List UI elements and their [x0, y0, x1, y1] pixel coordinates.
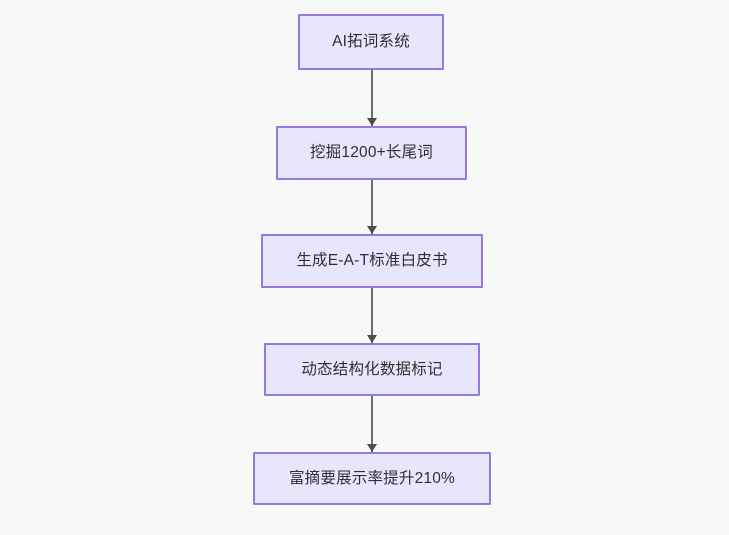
connector-node3-node4 [367, 288, 377, 343]
arrowhead-down-icon [367, 335, 377, 343]
connector-line [371, 396, 373, 452]
arrowhead-down-icon [367, 444, 377, 452]
connector-node4-node5 [367, 396, 377, 452]
connector-node1-node2 [367, 70, 377, 126]
flow-node-mine-longtail-keywords[interactable]: 挖掘1200+长尾词 [276, 126, 467, 180]
flow-node-dynamic-structured-data-markup[interactable]: 动态结构化数据标记 [264, 343, 480, 396]
arrowhead-down-icon [367, 118, 377, 126]
arrowhead-down-icon [367, 226, 377, 234]
flow-node-label: 动态结构化数据标记 [301, 360, 443, 378]
flow-node-rich-snippet-impression-lift[interactable]: 富摘要展示率提升210% [253, 452, 491, 505]
connector-line [371, 288, 373, 343]
connector-line [371, 180, 373, 234]
flow-node-generate-eat-whitepaper[interactable]: 生成E-A-T标准白皮书 [261, 234, 483, 288]
flow-node-label: AI拓词系统 [332, 33, 410, 51]
connector-node2-node3 [367, 180, 377, 234]
flow-node-label: 富摘要展示率提升210% [288, 469, 456, 487]
connector-line [371, 70, 373, 126]
flow-node-ai-keyword-system[interactable]: AI拓词系统 [298, 14, 444, 70]
flow-node-label: 挖掘1200+长尾词 [309, 144, 434, 162]
flow-node-label: 生成E-A-T标准白皮书 [296, 252, 448, 270]
